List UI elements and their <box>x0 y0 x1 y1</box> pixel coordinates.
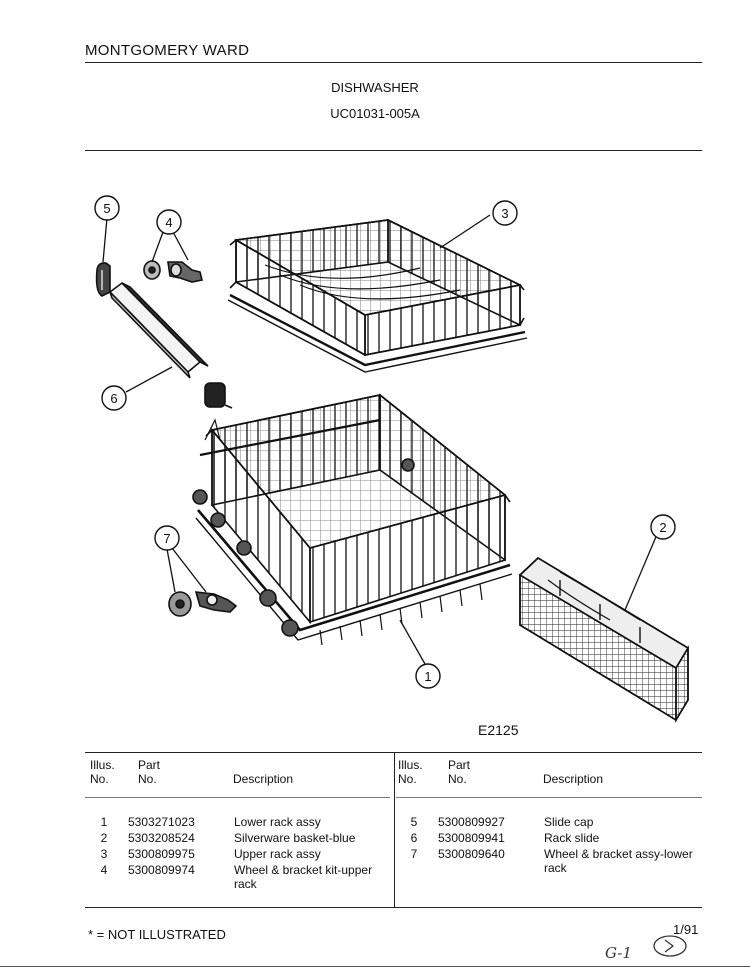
callout-7: 7 <box>154 525 180 551</box>
exploded-parts-diagram: 5 4 3 6 7 2 1 <box>94 195 690 723</box>
lower-rack-drawing <box>192 393 513 646</box>
svg-text:2: 2 <box>659 520 666 535</box>
lower-wheel-kit-drawing <box>168 591 238 617</box>
callout-4: 4 <box>156 209 182 235</box>
header-underline-left <box>85 797 390 798</box>
table-row: 3 5300809975 Upper rack assy <box>100 847 321 861</box>
table-bottom-rule <box>85 907 702 908</box>
not-illustrated-note: * = NOT ILLUSTRATED <box>88 927 226 942</box>
silverware-basket-drawing <box>518 557 690 723</box>
leader-lines <box>102 214 659 665</box>
callout-markers: 5 4 3 6 7 2 1 <box>94 195 676 689</box>
illus-header-right: Illus. No. <box>398 758 423 786</box>
header-rule <box>85 62 702 63</box>
handwritten-circle-mark <box>653 935 687 957</box>
upper-wheel-kit-drawing <box>143 260 203 283</box>
table-row: 5 5300809927 Slide cap <box>410 815 594 829</box>
table-row: 6 5300809941 Rack slide <box>410 831 600 845</box>
parts-table-left: 1 5303271023 Lower rack assy 2 530320852… <box>88 814 385 892</box>
parts-table-right: 5 5300809927 Slide cap 6 5300809941 Rack… <box>398 814 705 876</box>
callout-3: 3 <box>492 200 518 226</box>
svg-text:5: 5 <box>103 201 110 216</box>
svg-text:3: 3 <box>501 206 508 221</box>
svg-text:7: 7 <box>163 531 170 546</box>
table-row: 1 5303271023 Lower rack assy <box>100 815 321 829</box>
header-underline-right <box>396 797 702 798</box>
svg-text:4: 4 <box>165 215 172 230</box>
description-header-right: Description <box>543 772 604 786</box>
callout-5: 5 <box>94 195 120 221</box>
brand-name: MONTGOMERY WARD <box>85 42 250 59</box>
table-row: 7 5300809640 Wheel & bracket assy-lower … <box>410 847 693 875</box>
table-row: 4 5300809974 Wheel & bracket kit-upper r… <box>100 863 373 891</box>
product-title: DISHWASHER <box>331 80 419 95</box>
description-header: Description <box>233 772 294 786</box>
part-header-right: Part No. <box>448 758 471 786</box>
part-header: Part No. <box>138 758 161 786</box>
callout-6: 6 <box>101 385 127 411</box>
rack-slide-drawing <box>108 281 233 409</box>
table-divider <box>394 752 395 907</box>
slide-cap-drawing <box>95 262 111 297</box>
svg-text:6: 6 <box>110 391 117 406</box>
table-top-rule <box>85 752 702 753</box>
callout-2: 2 <box>650 514 676 540</box>
page-bottom-edge <box>0 966 750 967</box>
title-rule <box>85 150 702 151</box>
figure-code: E2125 <box>478 722 519 738</box>
callout-1: 1 <box>415 663 441 689</box>
table-row: 2 5303208524 Silverware basket-blue <box>100 831 356 845</box>
handwritten-note: G-1 <box>605 944 632 962</box>
svg-text:1: 1 <box>424 669 431 684</box>
illus-header: Illus. No. <box>90 758 115 786</box>
revision-date: 1/91 <box>673 922 699 937</box>
model-number: UC01031-005A <box>330 106 420 121</box>
upper-rack-drawing <box>227 218 528 373</box>
